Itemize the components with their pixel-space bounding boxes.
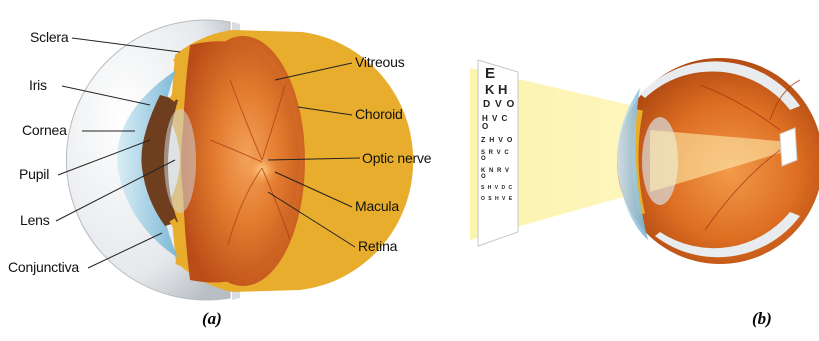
eye-chart-line-1: E bbox=[485, 66, 517, 81]
label-optic-nerve: Optic nerve bbox=[362, 150, 431, 166]
retina-image bbox=[780, 128, 797, 166]
label-macula: Macula bbox=[355, 198, 399, 214]
eye-chart-line-9: O S H V E bbox=[481, 197, 517, 202]
label-choroid: Choroid bbox=[355, 106, 403, 122]
caption-a: (a) bbox=[202, 309, 222, 329]
label-conjunctiva: Conjunctiva bbox=[8, 259, 79, 275]
label-cornea: Cornea bbox=[22, 122, 67, 138]
eye-chart-line-7: K N R V O bbox=[481, 168, 517, 180]
label-pupil: Pupil bbox=[19, 166, 49, 182]
label-iris: Iris bbox=[29, 77, 47, 93]
panel-b bbox=[470, 58, 819, 264]
label-sclera: Sclera bbox=[30, 29, 68, 45]
eye-chart-line-5: Z H V O bbox=[481, 137, 517, 144]
label-lens: Lens bbox=[20, 212, 50, 228]
caption-b: (b) bbox=[752, 309, 772, 329]
lens bbox=[164, 109, 196, 213]
label-retina: Retina bbox=[358, 238, 397, 254]
eye-chart-line-3: D V O bbox=[483, 100, 517, 110]
eye-chart-line-2: K H bbox=[485, 83, 517, 96]
eye-chart-line-8: S H V D C bbox=[481, 186, 517, 191]
eye-chart-line-4: H V C O bbox=[482, 115, 517, 131]
label-vitreous: Vitreous bbox=[355, 54, 405, 70]
eye-chart-text: E K H D V O H V C O Z H V O S R V C O K … bbox=[481, 66, 517, 202]
eye-chart-line-6: S R V C O bbox=[481, 150, 517, 162]
